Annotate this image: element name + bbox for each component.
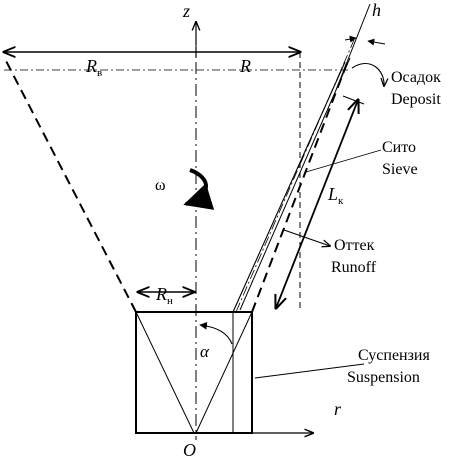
deposit-label-ru: Осадок [391, 69, 441, 86]
deposit-label-en: Deposit [391, 91, 441, 108]
origin-label: O [183, 440, 196, 460]
radius-inner-label: Rн [155, 284, 173, 307]
sieve-label-ru: Сито [382, 139, 416, 156]
radius-outer-label: Rв [85, 56, 102, 79]
angle-arc [199, 321, 233, 345]
suspension-leader [254, 363, 365, 379]
radius-label: R [239, 56, 251, 76]
rotation-arrow [183, 168, 215, 210]
thickness-arrow-left [344, 35, 357, 43]
runoff-arrow [283, 229, 330, 246]
deposit-arrow [351, 62, 384, 86]
length-dimension-line [276, 100, 358, 308]
runoff-label-ru: Оттек [334, 237, 375, 254]
z-axis-label: z [182, 1, 190, 21]
h-axis-label: h [372, 0, 381, 20]
omega-label: ω [155, 177, 166, 194]
sieve-leader [305, 149, 382, 173]
cone-line-right [195, 311, 253, 434]
runoff-label-en: Runoff [331, 259, 377, 276]
suspension-label-en: Suspension [347, 369, 420, 386]
r-axis-label: r [334, 399, 342, 419]
length-extension-top [342, 95, 365, 105]
rotor-wall-left [3, 56, 137, 313]
suspension-vessel [135, 311, 253, 434]
thickness-arrow-right [367, 38, 386, 46]
suspension-label-ru: Суспензия [358, 347, 430, 364]
cone-line-left [135, 311, 195, 434]
sieve-label-en: Sieve [382, 161, 418, 178]
length-label: Lк [327, 184, 344, 207]
angle-label: α [200, 342, 210, 361]
h-axis-line [335, 3, 371, 91]
